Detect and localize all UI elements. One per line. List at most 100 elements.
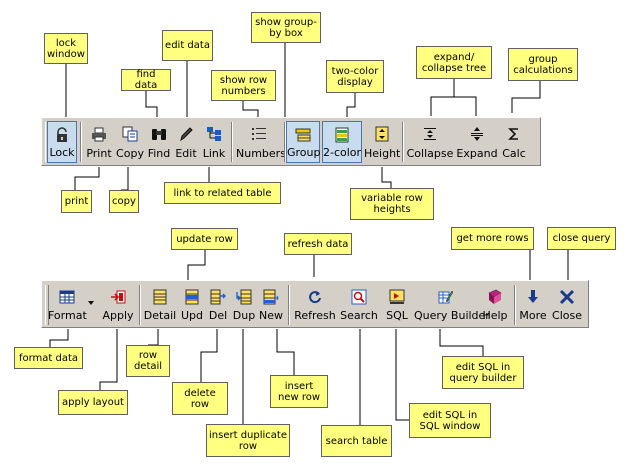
copy-icon	[122, 126, 138, 142]
connector-group-calcs	[511, 81, 541, 113]
connector-delete-row	[200, 329, 218, 382]
apply-label: Apply	[102, 309, 134, 322]
note-expand-collapse-tree: expand/ collapse tree	[416, 46, 492, 79]
connector-edit-sql-window	[395, 329, 409, 421]
two-color-icon	[335, 127, 349, 143]
connector-apply-layout	[99, 329, 118, 390]
pencil-icon	[180, 127, 193, 142]
note-insert-new-row: insert new row	[270, 375, 328, 408]
help-button[interactable]: Help	[479, 284, 511, 325]
connector-show-row-numbers	[242, 101, 259, 121]
connector-expand-collapse	[430, 79, 455, 116]
print-button[interactable]: Print	[85, 121, 113, 163]
refresh-button[interactable]: Refresh	[292, 284, 338, 325]
connector-print	[74, 167, 100, 190]
numbered-list-icon	[252, 128, 266, 140]
copy-button[interactable]: Copy	[115, 121, 145, 163]
note-apply-layout: apply layout	[58, 390, 128, 415]
sql-button[interactable]: SQL	[381, 284, 413, 325]
refresh-label: Refresh	[294, 309, 336, 322]
group-box-icon	[295, 128, 311, 142]
note-search-table: search table	[321, 425, 392, 457]
note-edit-sql-query-builder: edit SQL in query builder	[442, 356, 524, 389]
close-label: Close	[552, 309, 582, 322]
delete-button[interactable]: Del	[205, 284, 231, 325]
duplicate-button[interactable]: Dup	[231, 284, 257, 325]
separator	[514, 285, 516, 325]
note-find-data: find data	[121, 69, 171, 91]
row-height-icon	[375, 126, 389, 142]
data-toolbar: Format Apply Detail Upd Del Dup New Refr…	[41, 280, 589, 328]
update-row-icon	[185, 289, 199, 305]
main-toolbar: Lock Print Copy Find Edit Link Numbers G…	[41, 117, 541, 166]
delete-label: Del	[208, 309, 228, 322]
two-color-button[interactable]: 2-color	[322, 121, 362, 163]
help-book-icon	[488, 289, 502, 304]
numbers-label: Numbers	[236, 147, 286, 160]
connector-copy	[121, 167, 129, 191]
connector-two-color-display	[346, 93, 356, 121]
detail-button[interactable]: Detail	[142, 284, 178, 325]
note-link-to-related-table: link to related table	[164, 182, 281, 204]
format-label: Format	[48, 309, 87, 322]
height-label: Height	[364, 147, 401, 160]
collapse-label: Collapse	[406, 147, 454, 160]
update-button[interactable]: Upd	[179, 284, 205, 325]
row-detail-icon	[153, 289, 167, 305]
calc-label: Calc	[502, 147, 526, 160]
numbers-button[interactable]: Numbers	[236, 121, 286, 163]
detail-label: Detail	[143, 309, 177, 322]
note-get-more-rows: get more rows	[451, 227, 534, 250]
update-label: Upd	[180, 309, 204, 322]
new-button[interactable]: New	[257, 284, 285, 325]
connector-expand-collapse-2	[454, 96, 477, 116]
lock-label: Lock	[49, 146, 75, 159]
expand-button[interactable]: Expand	[455, 121, 499, 163]
note-close-query: close query	[547, 227, 616, 250]
expand-icon	[471, 127, 483, 141]
note-variable-row-heights: variable row heights	[350, 188, 434, 220]
apply-layout-icon	[111, 290, 126, 304]
separator	[80, 122, 82, 162]
connector-format-data	[49, 329, 69, 347]
close-icon	[559, 289, 575, 305]
calc-button[interactable]: Calc	[500, 121, 528, 163]
delete-row-icon	[210, 289, 226, 305]
query-builder-button[interactable]: Query Builder	[414, 284, 490, 325]
search-button[interactable]: Search	[339, 284, 379, 325]
dropdown-arrow-icon[interactable]	[88, 301, 94, 305]
connector-find-data	[145, 91, 158, 121]
duplicate-label: Dup	[232, 309, 256, 322]
height-button[interactable]: Height	[364, 121, 400, 163]
close-button[interactable]: Close	[550, 284, 584, 325]
more-button[interactable]: More	[517, 284, 549, 325]
arrow-down-icon	[528, 290, 538, 303]
edit-button[interactable]: Edit	[174, 121, 198, 163]
collapse-button[interactable]: Collapse	[406, 121, 454, 163]
connector-update-row	[187, 250, 206, 283]
expand-label: Expand	[456, 147, 498, 160]
query-builder-label: Query Builder	[414, 309, 490, 322]
note-lock-window: lock window	[44, 33, 88, 64]
sql-label: SQL	[386, 309, 408, 322]
connector-edit-sql-qb	[439, 329, 484, 356]
new-row-icon	[263, 289, 279, 305]
sql-window-icon	[389, 289, 405, 304]
lock-button[interactable]: Lock	[47, 121, 77, 163]
edit-label: Edit	[175, 147, 197, 160]
sigma-icon	[508, 128, 518, 140]
separator	[402, 122, 404, 162]
link-button[interactable]: Link	[200, 121, 228, 163]
collapse-icon	[424, 128, 436, 140]
find-button[interactable]: Find	[146, 121, 172, 163]
group-button[interactable]: Group	[286, 121, 321, 163]
separator	[231, 122, 233, 162]
separator	[284, 122, 286, 162]
toolbar-grip	[45, 285, 49, 325]
format-button[interactable]: Format	[48, 284, 96, 325]
two-color-label: 2-color	[323, 146, 362, 159]
format-grid-icon	[59, 290, 75, 304]
note-copy: copy	[109, 190, 139, 213]
apply-button[interactable]: Apply	[99, 284, 137, 325]
